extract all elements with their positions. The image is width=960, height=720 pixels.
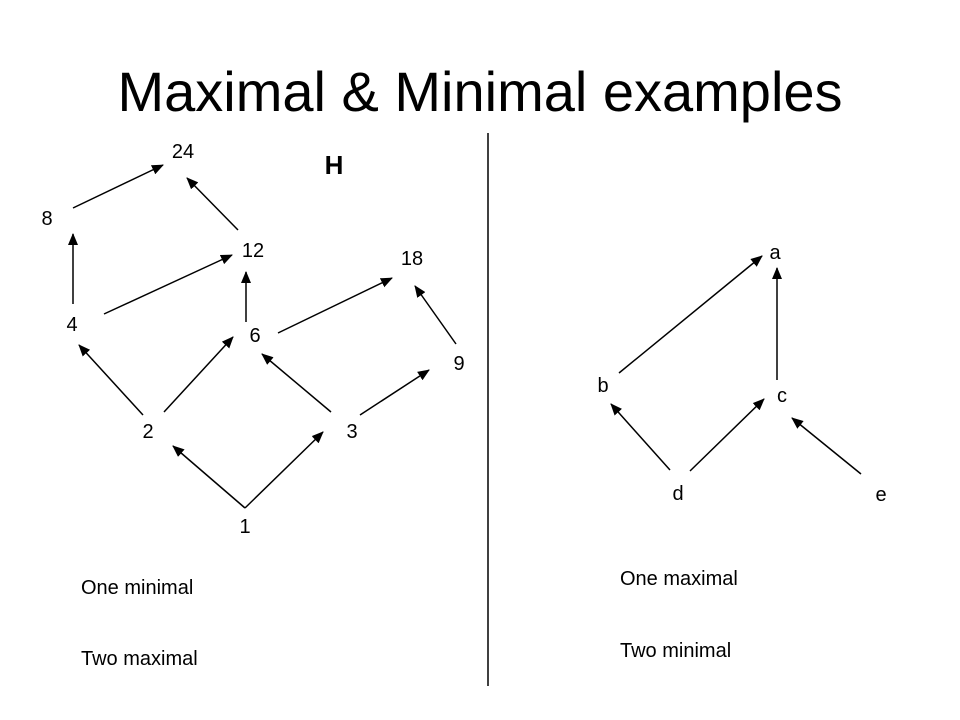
- node-2: 2: [142, 421, 153, 443]
- left-note-two-maximal: Two maximal: [81, 648, 198, 670]
- edge-4-12: [103, 254, 233, 315]
- node-4: 4: [66, 314, 77, 336]
- node-6: 6: [249, 325, 260, 347]
- node-1: 1: [239, 516, 250, 538]
- edge-2-4: [78, 344, 144, 416]
- graph-label-h: H: [325, 150, 344, 180]
- slide-title: Maximal & Minimal examples: [117, 60, 843, 123]
- edge-b-a: [618, 255, 763, 374]
- edge-3-6: [261, 353, 332, 413]
- edge-6-18: [277, 277, 393, 334]
- edge-d-b: [610, 403, 671, 471]
- node-d: d: [672, 483, 683, 505]
- right-note-one-maximal: One maximal: [620, 568, 738, 590]
- node-18: 18: [401, 248, 423, 270]
- edge-12-24: [186, 177, 239, 231]
- node-a: a: [769, 242, 781, 264]
- left-nodes: 24 8 12 18 4 6 9 2 3 1 H: [41, 141, 464, 538]
- left-edges: [68, 164, 457, 509]
- edge-8-24: [72, 164, 164, 209]
- edge-3-9: [359, 369, 430, 416]
- left-note-one-minimal: One minimal: [81, 577, 194, 599]
- edge-1-3: [244, 431, 324, 509]
- node-e: e: [875, 484, 886, 506]
- node-8: 8: [41, 208, 52, 230]
- node-3: 3: [346, 421, 357, 443]
- node-c: c: [777, 385, 787, 407]
- right-edges: [610, 255, 862, 475]
- node-12: 12: [242, 240, 264, 262]
- right-note-two-minimal: Two minimal: [620, 640, 732, 662]
- edge-2-6: [163, 336, 234, 413]
- edge-9-18: [414, 285, 457, 345]
- node-24: 24: [172, 141, 194, 163]
- edge-1-2: [172, 445, 246, 509]
- edge-e-c: [791, 417, 862, 475]
- node-9: 9: [453, 353, 464, 375]
- node-b: b: [597, 375, 608, 397]
- right-nodes: a b c d e: [597, 242, 886, 506]
- edge-d-c: [689, 398, 765, 472]
